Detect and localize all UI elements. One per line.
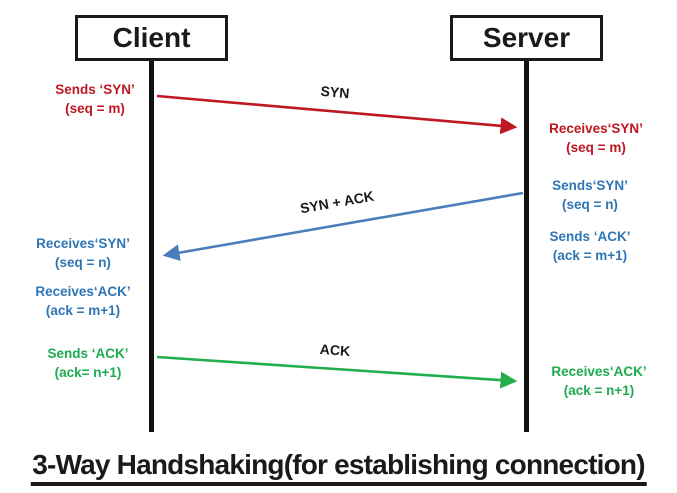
annotation-line: (seq = m) <box>65 101 125 116</box>
annotation-line: (seq = n) <box>55 255 111 270</box>
annotation-client-receives-syn: Receives‘SYN’ (seq = n) <box>36 234 130 272</box>
annotation-server-sends-ack: Sends ‘ACK’ (ack = m+1) <box>549 227 630 265</box>
ack-arrow <box>156 355 518 389</box>
annotation-server-receives-ack: Receives‘ACK’ (ack = n+1) <box>551 362 646 400</box>
annotation-line: (ack= n+1) <box>54 365 122 380</box>
server-actor-box: Server <box>450 15 603 61</box>
annotation-line: Receives‘ACK’ <box>35 284 131 299</box>
annotation-line: (ack = n+1) <box>563 383 635 398</box>
client-lifeline <box>149 58 154 432</box>
annotation-client-sends-ack: Sends ‘ACK’ (ack= n+1) <box>47 344 128 382</box>
annotation-client-receives-ack: Receives‘ACK’ (ack = m+1) <box>35 282 130 320</box>
annotation-line: Sends‘SYN’ <box>552 178 628 193</box>
annotation-line: (seq = m) <box>566 140 626 155</box>
annotation-client-sends-syn: Sends ‘SYN’ (seq = m) <box>55 80 135 118</box>
ack-arrow-label: ACK <box>319 340 351 360</box>
annotation-line: Receives‘SYN’ <box>36 236 130 251</box>
client-actor-box: Client <box>75 15 228 61</box>
annotation-line: (ack = m+1) <box>45 303 121 318</box>
annotation-line: (seq = n) <box>562 197 618 212</box>
annotation-line: Sends ‘ACK’ <box>549 229 631 244</box>
annotation-line: (ack = m+1) <box>552 248 628 263</box>
annotation-line: Receives‘ACK’ <box>551 364 647 379</box>
server-actor-label: Server <box>482 22 571 53</box>
syn-ack-arrow <box>162 191 524 262</box>
diagram-title: 3-Way Handshaking(for establishing conne… <box>30 449 647 486</box>
annotation-line: Sends ‘SYN’ <box>55 82 135 97</box>
annotation-line: Sends ‘ACK’ <box>47 346 129 361</box>
annotation-server-receives-syn: Receives‘SYN’ (seq = m) <box>549 119 643 157</box>
syn-arrow-label: SYN <box>319 82 351 102</box>
syn-arrow <box>156 94 518 135</box>
client-actor-label: Client <box>112 22 191 53</box>
server-lifeline <box>524 58 529 432</box>
annotation-line: Receives‘SYN’ <box>549 121 643 136</box>
annotation-server-sends-syn: Sends‘SYN’ (seq = n) <box>552 176 628 214</box>
